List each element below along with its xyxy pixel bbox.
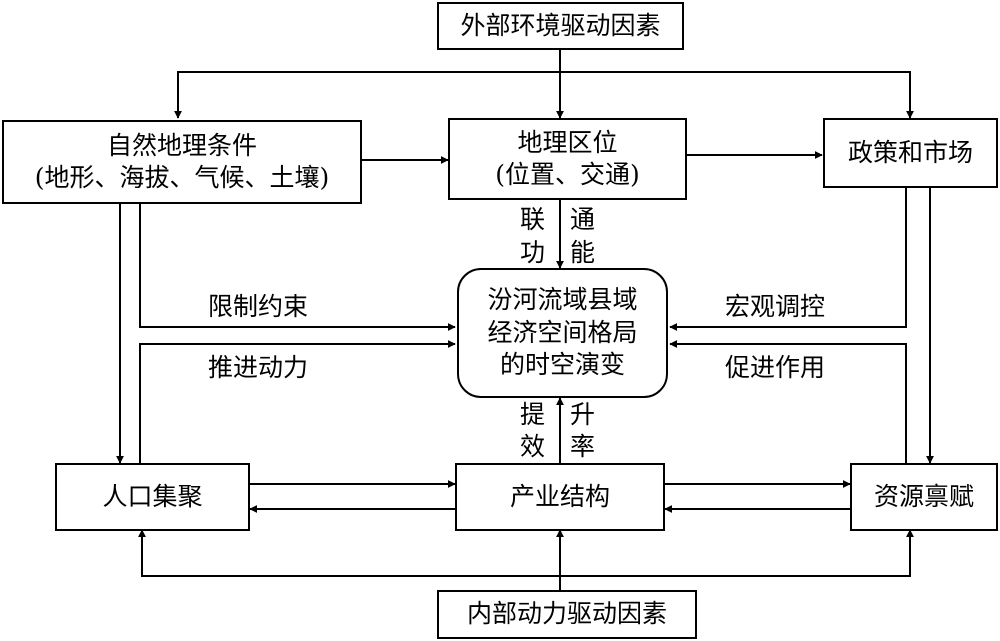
- label-promote: 促进作用: [725, 353, 826, 382]
- label-raise: 提: [520, 400, 546, 429]
- industry-label: 产业结构: [509, 481, 610, 511]
- center-evolution-box: 汾河流域县域 经济空间格局 的时空演变: [457, 268, 668, 398]
- geo-location-detail: (位置、交通): [495, 160, 640, 189]
- center-line-3: 的时空演变: [499, 350, 625, 380]
- population-label: 人口集聚: [102, 481, 203, 511]
- label-constraint: 限制约束: [208, 292, 309, 321]
- label-rise: 升: [570, 400, 596, 429]
- center-line-2: 经济空间格局: [487, 317, 638, 347]
- center-line-1: 汾河流域县域: [487, 285, 638, 315]
- industry-box: 产业结构: [455, 463, 665, 531]
- natural-conditions-title: 自然地理条件: [106, 130, 257, 160]
- external-drivers-box: 外部环境驱动因素: [437, 2, 684, 50]
- label-work: 功: [520, 238, 546, 267]
- label-macro: 宏观调控: [725, 292, 826, 321]
- arrow-external-to-policy: [177, 71, 914, 119]
- arrow-resources-to-center: [669, 340, 907, 463]
- geo-location-title: 地理区位: [517, 127, 618, 157]
- external-drivers-label: 外部环境驱动因素: [460, 10, 661, 40]
- arrow-internal-to-population: [138, 529, 560, 577]
- internal-drivers-label: 内部动力驱动因素: [466, 599, 667, 629]
- label-efficiency: 效: [520, 432, 546, 461]
- label-ability: 能: [570, 238, 596, 267]
- arrow-natural-to-center: [139, 203, 456, 331]
- natural-conditions-detail: (地形、海拔、气候、土壤): [34, 163, 330, 192]
- arrow-population-to-center: [139, 340, 456, 463]
- arrow-policy-to-center: [669, 188, 907, 331]
- natural-conditions-box: 自然地理条件 (地形、海拔、气候、土壤): [2, 120, 362, 204]
- policy-market-box: 政策和市场: [823, 118, 998, 188]
- arrow-internal-to-resources: [560, 529, 914, 577]
- population-box: 人口集聚: [55, 463, 250, 531]
- label-rate: 率: [570, 432, 596, 461]
- label-drive: 推进动力: [208, 353, 309, 382]
- resources-box: 资源禀赋: [850, 463, 998, 531]
- policy-market-label: 政策和市场: [847, 137, 973, 167]
- internal-drivers-box: 内部动力驱动因素: [437, 590, 697, 639]
- label-connect: 联: [520, 205, 546, 234]
- resources-label: 资源禀赋: [873, 481, 974, 511]
- label-through: 通: [570, 205, 596, 234]
- geo-location-box: 地理区位 (位置、交通): [448, 118, 687, 200]
